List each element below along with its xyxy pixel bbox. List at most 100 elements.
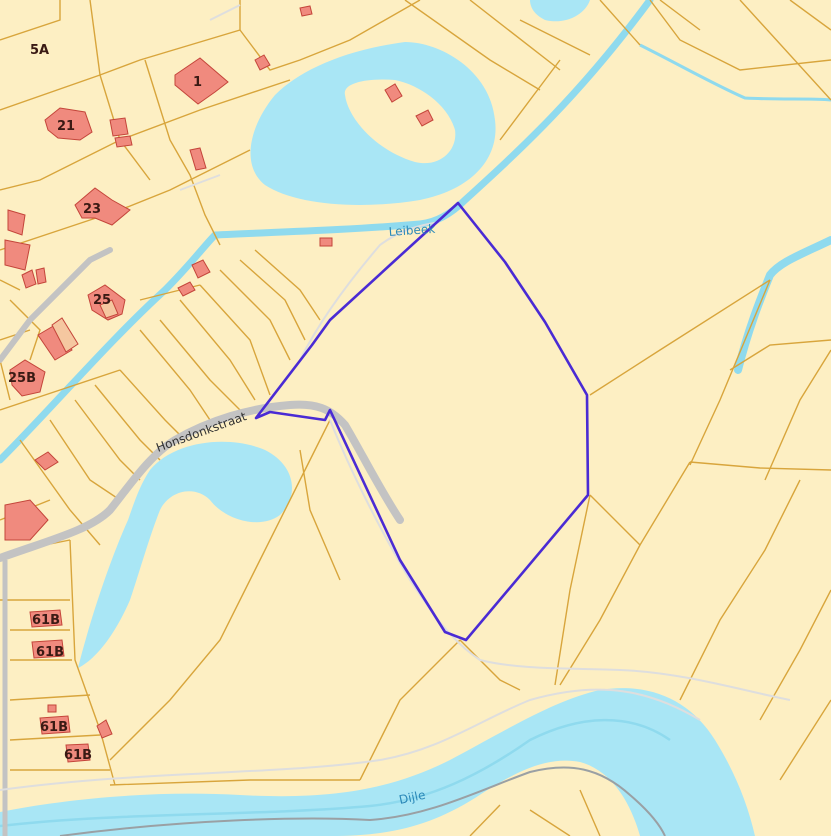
building-small-m xyxy=(35,267,47,285)
parcel-line xyxy=(144,59,221,246)
parcel-line xyxy=(764,349,831,481)
parcel-line xyxy=(679,479,801,701)
building-small-g xyxy=(189,147,207,171)
parcel-line xyxy=(139,329,211,421)
parcel-line xyxy=(239,259,306,341)
path-light-2 xyxy=(299,221,441,361)
house-label-61b-2: 61B xyxy=(36,645,64,660)
parcel-line xyxy=(469,804,501,836)
building-61b-2 xyxy=(31,639,65,659)
path-light-3 xyxy=(0,688,701,791)
house-label-61b-1: 61B xyxy=(32,613,60,628)
house-label-21: 21 xyxy=(57,119,75,134)
parcel-line xyxy=(729,339,831,371)
parcel-line xyxy=(49,419,121,501)
pond-north xyxy=(250,42,496,205)
road-layer xyxy=(0,4,791,836)
parcel-line xyxy=(519,19,591,56)
road-west-lane xyxy=(0,247,113,363)
parcel-line xyxy=(109,419,331,761)
parcel-line xyxy=(0,329,31,341)
building-west-a xyxy=(4,239,31,271)
house-label-61b-4: 61B xyxy=(64,748,92,763)
path-light-north xyxy=(179,174,221,191)
stream-east xyxy=(734,236,831,374)
parcel-line xyxy=(359,639,461,781)
building-small-n xyxy=(47,704,57,713)
parcel-line xyxy=(159,319,241,411)
building-small-a xyxy=(254,54,271,71)
building-61b-3 xyxy=(39,715,71,735)
parcel-line xyxy=(0,0,241,111)
parcel-line xyxy=(109,779,360,786)
parcel-line xyxy=(0,279,21,291)
building-small-h xyxy=(319,237,333,247)
parcel-line xyxy=(659,0,701,31)
stream-label-leibeek: Leibeek xyxy=(388,222,435,239)
stream-dijle-inner xyxy=(0,718,671,828)
parcel-line xyxy=(559,544,641,686)
house-label-25b: 25B xyxy=(8,371,36,386)
path-light-1 xyxy=(329,419,791,701)
path-gray-dijle xyxy=(59,766,666,836)
parcel-line xyxy=(299,449,341,581)
building-61b-4 xyxy=(65,743,91,763)
building-west-d xyxy=(4,499,49,541)
building-layer xyxy=(4,5,434,763)
parcel-line xyxy=(589,279,771,396)
pond-south xyxy=(78,441,292,668)
building-west-b xyxy=(7,209,26,236)
parcel-line xyxy=(739,0,831,101)
house-label-5a: 5A xyxy=(30,43,49,58)
building-small-c xyxy=(384,83,403,103)
building-21 xyxy=(44,107,93,141)
parcel-line xyxy=(499,59,561,141)
parcel-line xyxy=(19,439,101,546)
building-23 xyxy=(74,187,131,226)
parcel-line xyxy=(469,0,561,71)
pond-northeast xyxy=(530,0,590,22)
building-small-b xyxy=(299,5,313,17)
parcel-line xyxy=(554,494,591,686)
parcel-line xyxy=(119,369,186,441)
parcel-line xyxy=(89,0,151,181)
stream-northeast xyxy=(639,43,831,102)
parcel-line xyxy=(0,359,11,401)
building-west-c xyxy=(37,324,73,361)
parcel-line xyxy=(9,299,41,361)
parcel-line xyxy=(74,399,141,481)
building-61b-1 xyxy=(29,609,63,628)
parcel-line xyxy=(649,0,831,71)
building-25b xyxy=(9,359,46,397)
building-small-f xyxy=(114,135,133,148)
selected-parcel-boundary[interactable] xyxy=(254,201,590,642)
parcel-line xyxy=(779,699,831,781)
building-small-e xyxy=(109,117,129,137)
building-small-j xyxy=(177,281,196,297)
parcel-line xyxy=(0,369,121,411)
building-small-o xyxy=(96,719,113,739)
building-hatched-2 xyxy=(99,299,119,319)
building-small-i xyxy=(191,259,211,279)
building-1 xyxy=(174,57,229,105)
parcel-line xyxy=(219,269,291,361)
stream-leibeek xyxy=(0,0,654,464)
house-label-23: 23 xyxy=(83,202,101,217)
parcel-line xyxy=(254,249,321,321)
parcel-line xyxy=(9,694,91,701)
parcel-line xyxy=(9,734,101,741)
road-honsdonkstraat xyxy=(0,400,404,562)
parcel-line xyxy=(0,0,61,41)
parcel-line xyxy=(689,279,771,466)
building-small-k xyxy=(34,451,59,471)
house-label-25: 25 xyxy=(93,293,111,308)
house-label-61b-3: 61B xyxy=(40,720,68,735)
parcel-line xyxy=(579,789,601,836)
parcel-line xyxy=(789,0,831,31)
house-label-1: 1 xyxy=(193,75,202,90)
building-hatched xyxy=(51,317,79,353)
